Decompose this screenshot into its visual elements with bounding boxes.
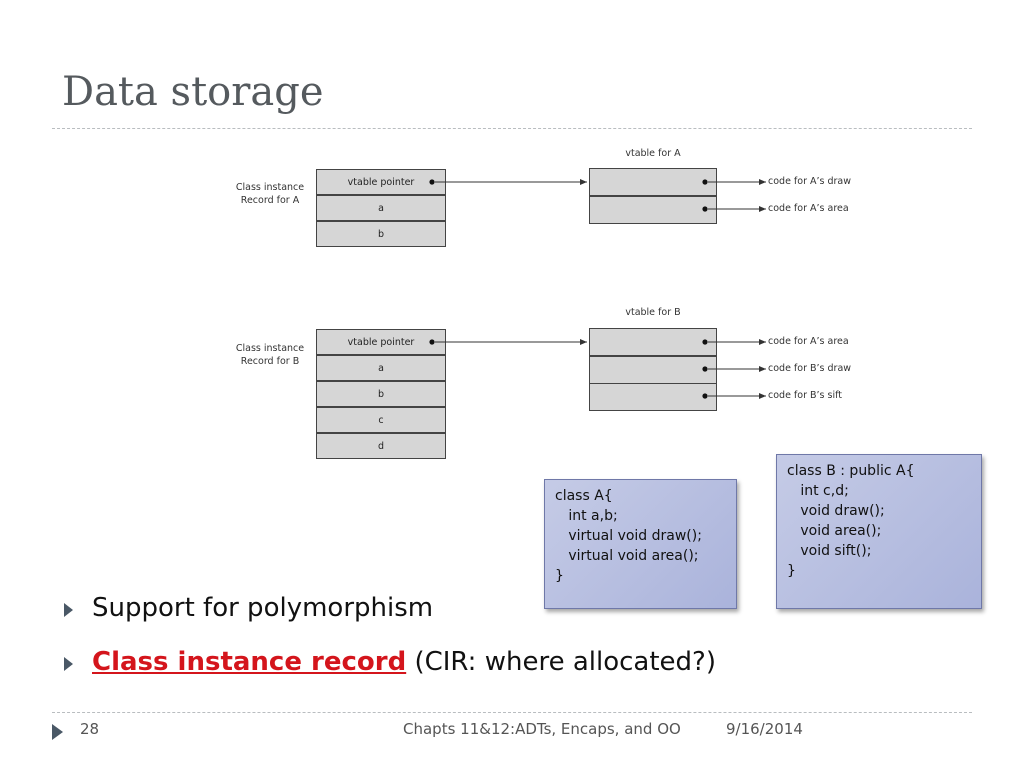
vtable-a-title: vtable for A	[625, 148, 681, 159]
vtable-b-target-b-draw: code for B’s draw	[768, 363, 852, 374]
record-a-label-line2: Record for A	[240, 195, 300, 206]
vtable-b-slot	[589, 356, 717, 384]
bullet-arrow-icon	[64, 603, 73, 617]
code-line: int a,b;	[555, 508, 618, 524]
code-line: class B : public A{	[787, 463, 915, 479]
record-a-field-b: b	[316, 221, 446, 247]
code-line: int c,d;	[787, 483, 849, 499]
footer-arrow-icon	[52, 724, 63, 740]
vtable-a-target-area: code for A’s area	[768, 203, 849, 214]
code-line: void sift();	[787, 543, 872, 559]
page-title: Data storage	[62, 69, 324, 115]
code-line: }	[787, 563, 796, 579]
footer-divider	[52, 712, 972, 713]
record-b-label: Class instance Record for B	[228, 342, 312, 368]
record-b-label-line1: Class instance	[235, 343, 305, 354]
record-a-label: Class instance Record for A	[228, 181, 312, 207]
vtable-a-slot	[589, 168, 717, 196]
record-b-field-d: d	[316, 433, 446, 459]
code-line: }	[555, 568, 564, 584]
class-a-code-box: class A{ int a,b; virtual void draw(); v…	[544, 479, 737, 609]
code-line: class A{	[555, 488, 613, 504]
bullet-text: Support for polymorphism	[92, 593, 434, 623]
record-b-label-line2: Record for B	[240, 356, 300, 367]
record-b-field-a: a	[316, 355, 446, 381]
record-b-field-vtable-pointer: vtable pointer	[316, 329, 446, 355]
vtable-b-slot	[589, 328, 717, 356]
footer-date: 9/16/2014	[726, 720, 803, 738]
vtable-b-target-a-area: code for A’s area	[768, 336, 849, 347]
page-number: 28	[80, 720, 100, 738]
vtable-a-target-draw: code for A’s draw	[768, 176, 852, 187]
code-line: void draw();	[787, 503, 885, 519]
record-b-field-c: c	[316, 407, 446, 433]
record-a-label-line1: Class instance	[235, 182, 305, 193]
record-a-field-a: a	[316, 195, 446, 221]
vtable-b-title: vtable for B	[625, 307, 681, 318]
title-divider	[52, 128, 972, 129]
vtable-b-slot	[589, 383, 717, 411]
class-instance-record-link[interactable]: Class instance record	[92, 647, 407, 677]
bullet-arrow-icon	[64, 657, 73, 671]
bullet-text: Class instance record (CIR: where alloca…	[92, 647, 716, 677]
code-line: virtual void draw();	[555, 528, 702, 544]
record-b-field-b: b	[316, 381, 446, 407]
bullet-text-rest: (CIR: where allocated?)	[406, 647, 716, 677]
vtable-a-slot	[589, 196, 717, 224]
vtable-b-target-b-sift: code for B’s sift	[768, 390, 843, 401]
code-line: void area();	[787, 523, 882, 539]
class-b-code-box: class B : public A{ int c,d; void draw()…	[776, 454, 982, 609]
code-line: virtual void area();	[555, 548, 699, 564]
record-a-field-vtable-pointer: vtable pointer	[316, 169, 446, 195]
footer-text: Chapts 11&12:ADTs, Encaps, and OO	[403, 720, 681, 738]
